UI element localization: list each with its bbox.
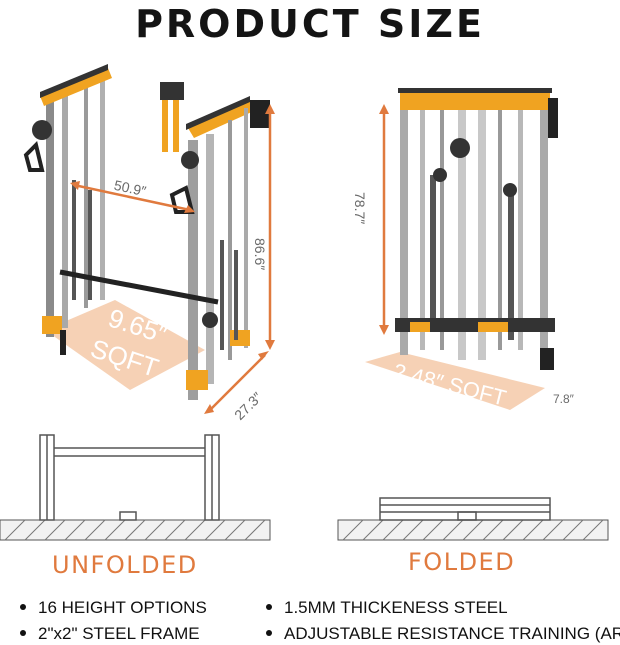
feature-item: 16 HEIGHT OPTIONS (20, 598, 207, 618)
unfolded-caption: UNFOLDED (52, 551, 198, 579)
folded-height-label: 78.7″ (352, 192, 368, 225)
feature-label: 2"x2" STEEL FRAME (38, 624, 200, 643)
bullet-icon (266, 603, 272, 610)
folded-line-drawing (379, 497, 551, 521)
feature-item: 1.5MM THICKENESS STEEL (266, 598, 508, 618)
unfolded-height-label: 86.6″ (252, 238, 268, 271)
width-arrow (73, 183, 191, 212)
unfolded-footprint (45, 300, 205, 390)
folded-depth-label: 7.8″ (553, 392, 574, 406)
wall-brackets (160, 82, 184, 152)
folded-caption: FOLDED (408, 548, 516, 576)
folded-footprint (365, 352, 545, 410)
bullet-icon (266, 629, 272, 636)
page-title: PRODUCT SIZE (135, 2, 485, 46)
unfolded-bar (59, 269, 219, 305)
feature-item: 2"x2" STEEL FRAME (20, 624, 200, 644)
folded-floor-hatch (342, 519, 604, 541)
feature-label: 1.5MM THICKENESS STEEL (284, 598, 508, 617)
feature-item: ADJUSTABLE RESISTANCE TRAINING (ART) (266, 624, 620, 644)
feature-label: 16 HEIGHT OPTIONS (38, 598, 207, 617)
bullet-icon (20, 629, 26, 636)
feature-label: ADJUSTABLE RESISTANCE TRAINING (ART) (284, 624, 620, 643)
unfolded-line-drawing (39, 434, 220, 521)
depth-arrow (207, 354, 266, 413)
unfolded-left-upright (23, 64, 112, 355)
bullet-icon (20, 603, 26, 610)
folded-unit (395, 88, 558, 370)
unfolded-floor-hatch (4, 519, 266, 541)
